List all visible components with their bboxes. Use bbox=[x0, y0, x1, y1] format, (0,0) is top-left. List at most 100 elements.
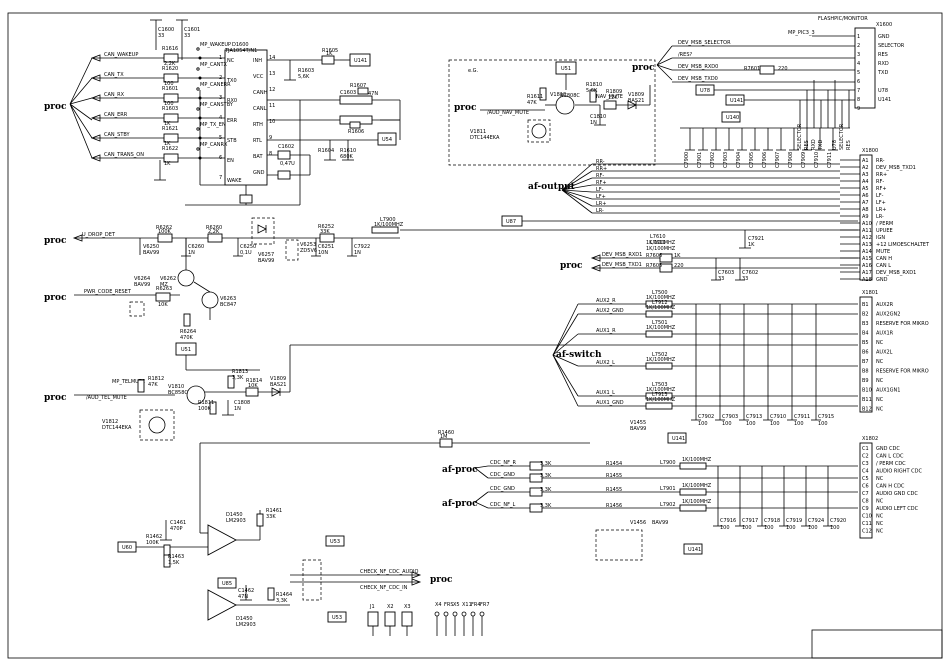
af-out-signal-1: RR+ bbox=[596, 166, 607, 172]
cap-bank-10: C7910 bbox=[814, 152, 820, 168]
x1600-tap-2: RXD bbox=[811, 139, 817, 150]
x1800-pin-10: A11 bbox=[862, 228, 872, 234]
ic-right-pin-7: GND bbox=[253, 170, 265, 176]
x1800-name-2: RR+ bbox=[876, 172, 887, 178]
cap-c1603-ref: R1604 bbox=[318, 148, 334, 154]
opamp-d1450-b[interactable] bbox=[207, 589, 237, 621]
can-res-val-5: 1K bbox=[164, 161, 171, 167]
msb-res-ref-1: R7605 bbox=[646, 263, 662, 269]
x1801-pin-1: B2 bbox=[862, 312, 869, 318]
tel-c-ref: C1808 bbox=[234, 400, 250, 406]
res-r1605-ref: R1605 bbox=[322, 48, 338, 54]
check-in-label: CHECK_NF_CDC_IN bbox=[360, 585, 408, 591]
cap-c1601-ref: C1601 bbox=[184, 27, 200, 33]
proc-label-x1600: proc bbox=[632, 63, 655, 73]
cap-bank-9: C7909 bbox=[801, 152, 807, 168]
aux-cap-val-5: 100 bbox=[818, 421, 828, 427]
pad-label-2: X3 bbox=[404, 604, 411, 610]
pad-label-6: X11 bbox=[462, 602, 472, 608]
mp-point-2 bbox=[196, 87, 200, 91]
af-switch-label: af-switch bbox=[556, 350, 602, 360]
aux-coil-2 bbox=[645, 330, 673, 338]
ic-right-num-3: 11 bbox=[269, 103, 275, 109]
aux-cap-ref-0: C7902 bbox=[698, 414, 714, 420]
drop-detect-section: proc U_DROP_DET R6262 100K R6260 2,2K R6… bbox=[44, 217, 858, 341]
proc-label-drop: proc bbox=[44, 236, 67, 246]
cdc-cap-val-1: 100 bbox=[742, 525, 752, 531]
can-node-1 bbox=[198, 76, 202, 80]
tel-r2-ref: R1813 bbox=[232, 369, 248, 375]
mute-d1-part: BAV99 bbox=[630, 426, 646, 432]
u51-tel-label: U51 bbox=[181, 347, 191, 353]
x1600-tap-1: RES bbox=[804, 140, 810, 150]
pad-label-0: J1 bbox=[369, 604, 375, 610]
header-title: FLASHPIC/MONITOR bbox=[818, 16, 868, 22]
u51-nav-label: U51 bbox=[561, 66, 571, 72]
can-res-val-1: 100 bbox=[164, 81, 174, 87]
aux-cap-ref-4: C7911 bbox=[794, 414, 810, 420]
cdc-cap-val-0: 100 bbox=[720, 525, 730, 531]
mute-d1-ref: V1455 bbox=[630, 420, 646, 426]
af-out-signal-4: LF- bbox=[596, 187, 604, 193]
tel-r2-val: 3,3K bbox=[232, 375, 244, 381]
ic-left-pin-3: ERR bbox=[227, 118, 238, 124]
drop-d2-ref: V6250 bbox=[143, 244, 159, 250]
pad-dot-6 bbox=[461, 611, 467, 617]
tel-mute-section: U51 proc /AUD_TEL_MUTE MP_TELMUTE V1810 … bbox=[44, 342, 858, 441]
ic-right-pin-6: BAT bbox=[253, 154, 263, 160]
af-out-signal-6: LR+ bbox=[596, 201, 606, 207]
opamp-b-part: LM2903 bbox=[236, 622, 256, 628]
pad-label-4: FRS bbox=[444, 602, 454, 608]
x1802-pin-1: C2 bbox=[862, 454, 869, 460]
tel-t2-part: DTC144EKA bbox=[102, 425, 132, 431]
opamp-a-ref: D1450 bbox=[226, 512, 243, 518]
x1802-pin-0: C1 bbox=[862, 446, 869, 452]
opamp-a-part: LM2903 bbox=[226, 518, 246, 524]
opamp-r1464-ref: R1464 bbox=[276, 592, 292, 598]
x1800-name-8: LR- bbox=[876, 214, 884, 220]
u141-bottom-label: U141 bbox=[672, 436, 685, 442]
aux-coil-ref-4: L7503 bbox=[652, 382, 668, 388]
cdc-res-val-3: 3,3K bbox=[540, 503, 552, 509]
aux-coil-val-4: 1K/100MHZ bbox=[646, 387, 676, 393]
tel-r4-val: 100K bbox=[198, 406, 212, 412]
x1802-name-2: / PERM CDC bbox=[876, 461, 906, 467]
msb-coil-val-0: 1K/100MHZ bbox=[646, 240, 676, 246]
can-arrow-2 bbox=[90, 94, 101, 102]
aux-coil-5 bbox=[645, 402, 673, 410]
x1600-name-3: RXD bbox=[878, 61, 889, 67]
drop-cap-val-3: 1N bbox=[354, 250, 361, 256]
nav-eg-label: e.G. bbox=[468, 68, 479, 74]
x1801-name-0: AUX2R bbox=[876, 302, 894, 308]
opamp-c1462-ref: C1462 bbox=[238, 588, 254, 594]
can-signal-1: CAN_TX bbox=[104, 72, 124, 78]
cdc-res-val-2: 3,3K bbox=[540, 487, 552, 493]
drop-cap-ref-3: C7922 bbox=[354, 244, 370, 250]
mp-label-1: MP_CANTX bbox=[200, 62, 228, 68]
opamp-r1461-ref: R1461 bbox=[266, 508, 282, 514]
aux-coil-ref-5: L7913 bbox=[652, 392, 668, 398]
sheet-border bbox=[7, 12, 943, 659]
pwr-r-ref: R6263 bbox=[156, 286, 172, 292]
msb-coil-val-1: 1K/100MHZ bbox=[646, 246, 676, 252]
can-res-val-2: 100 bbox=[164, 101, 174, 107]
x1802-pin-3: C4 bbox=[862, 469, 869, 475]
ic-left-pin-0: NC bbox=[227, 58, 235, 64]
aux-coil-ref-0: L7500 bbox=[652, 290, 668, 296]
cdc-signal-0: CDC_NF_R bbox=[490, 460, 516, 466]
x1800-ref: X1800 bbox=[862, 148, 878, 154]
x1600-name-4: TXD bbox=[877, 70, 888, 76]
opamp-d1450-a[interactable] bbox=[207, 524, 237, 556]
drop-cap-val-0: 1N bbox=[188, 250, 195, 256]
x1801-pin-6: B7 bbox=[862, 359, 869, 365]
nav-mute-section: e.G. U51 proc /AUD_NAV_MUTE V1810 BC808C… bbox=[448, 59, 656, 166]
x1802-pin-8: C9 bbox=[862, 506, 869, 512]
x1800-pin-6: A7 bbox=[862, 200, 869, 206]
x1600-res-val: 220 bbox=[778, 66, 788, 72]
cap-bank-2: C7902 bbox=[710, 152, 716, 168]
pad-label-7: FR4 bbox=[471, 602, 481, 608]
ic-right-num-0: 14 bbox=[269, 55, 275, 61]
can-res-val-3: 1K bbox=[164, 121, 171, 127]
pad-label-1: X2 bbox=[387, 604, 394, 610]
drop-r4-val: 470K bbox=[180, 335, 194, 341]
